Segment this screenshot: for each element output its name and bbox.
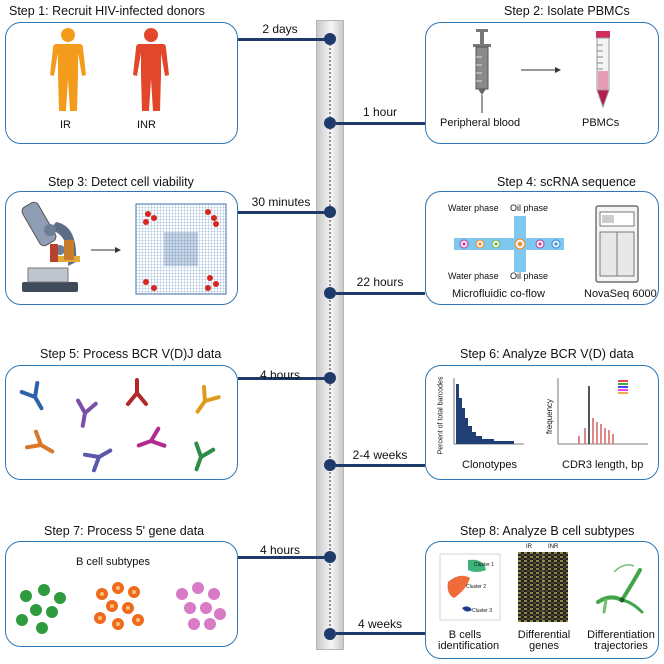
- step-5-connector: [238, 377, 326, 380]
- pbmc-tube-icon: [596, 31, 610, 109]
- microfluidic-chip-icon: [454, 216, 564, 272]
- cluster-2-label: Cluster 2: [466, 584, 487, 590]
- step-8-title: Step 8: Analyze B cell subtypes: [460, 524, 635, 538]
- b-cells-identification-label: B cells identification: [438, 630, 499, 652]
- step-7-title: Step 7: Process 5' gene data: [44, 524, 205, 538]
- antibody-icon-purple: [76, 398, 98, 428]
- step-1-connector: [238, 38, 326, 41]
- antibody-icon-blue: [19, 380, 44, 411]
- step-4-time: 22 hours: [356, 275, 404, 289]
- step-2-time: 1 hour: [362, 105, 398, 119]
- step-3-box: [5, 191, 238, 305]
- step-3-title: Step 3: Detect cell viability: [48, 175, 194, 189]
- oil-phase-top-label: Oil phase: [510, 203, 549, 213]
- differentiation-trajectories-text: Differentiation trajectories: [587, 629, 655, 652]
- ir-heatmap-label: IR: [526, 544, 532, 550]
- differential-genes-label: Differential genes: [516, 630, 572, 652]
- timeline-node-6: [324, 459, 336, 471]
- step-2-title: Step 2: Isolate PBMCs: [504, 4, 630, 18]
- inr-heatmap-label: INR: [548, 544, 559, 550]
- b-cell-subtypes-label: B cell subtypes: [76, 556, 150, 568]
- step-1-time: 2 days: [262, 22, 298, 36]
- step-2-box: Peripheral blood PBMCs: [425, 22, 659, 144]
- differential-genes-text: Differential genes: [517, 629, 571, 652]
- step-1-box: IR INR: [5, 22, 238, 144]
- pink-cell-cluster-icon: [176, 582, 226, 630]
- water-phase-bottom-label: Water phase: [448, 271, 499, 281]
- step-6-connector: [336, 464, 425, 467]
- peripheral-blood-label: Peripheral blood: [440, 117, 521, 129]
- antibody-icon-red: [126, 378, 148, 406]
- timeline-node-3: [324, 206, 336, 218]
- arrow-icon: [91, 247, 121, 253]
- cluster-3-label: Cluster 3: [472, 608, 493, 614]
- step-5-title: Step 5: Process BCR V(D)J data: [40, 347, 222, 361]
- step-7-connector: [238, 556, 326, 559]
- microfluidic-co-flow-label: Microfluidic co-flow: [452, 288, 545, 300]
- antibody-icon-green: [194, 441, 216, 472]
- timeline-node-4: [324, 287, 336, 299]
- step-6-box: Percent of total barcodes Clonotypes fre…: [425, 365, 659, 480]
- cdr3-length-label: CDR3 length, bp: [562, 459, 644, 471]
- step-3-time: 30 minutes: [251, 195, 311, 209]
- step-8-time: 4 weeks: [357, 617, 403, 631]
- trajectory-plot: [596, 564, 644, 614]
- step-4-title: Step 4: scRNA sequence: [497, 175, 636, 189]
- step-4-connector: [336, 292, 425, 295]
- umap-cluster-plot: [439, 553, 501, 621]
- differential-genes-heatmap: [518, 552, 568, 622]
- antibody-icon-orange: [195, 384, 221, 414]
- timeline-node-8: [324, 628, 336, 640]
- differentiation-trajectories-label: Differentiation trajectories: [584, 630, 658, 652]
- step-1-title: Step 1: Recruit HIV-infected donors: [9, 4, 205, 18]
- step-6-title: Step 6: Analyze BCR V(D) data: [460, 347, 634, 361]
- step-5-box: [5, 365, 238, 480]
- cdr3-length-histogram: [557, 378, 648, 445]
- step-7-time: 4 hours: [259, 543, 301, 557]
- arrow-icon: [521, 67, 561, 73]
- cluster-1-label: Cluster 1: [474, 562, 495, 568]
- timeline-node-1: [324, 33, 336, 45]
- orange-cell-cluster-icon: [94, 582, 144, 630]
- oil-phase-bottom-label: Oil phase: [510, 271, 549, 281]
- step-8-connector: [336, 632, 425, 635]
- ir-label: IR: [60, 119, 71, 131]
- water-phase-top-label: Water phase: [448, 203, 499, 213]
- clonotypes-histogram: [453, 378, 524, 445]
- frequency-label: frequency: [545, 398, 555, 435]
- inr-human-figure-icon: [133, 28, 169, 111]
- antibody-icon-magenta: [136, 426, 167, 448]
- percent-of-total-barcodes-label: Percent of total barcodes: [437, 376, 445, 455]
- b-cells-identification-text: B cells identification: [438, 629, 500, 652]
- step-5-time: 4 hours: [259, 368, 301, 382]
- antibody-icon-orange-brown: [24, 429, 55, 454]
- step-7-box: B cell subtypes: [5, 541, 238, 647]
- step-4-box: Water phase Oil phase Water phase Oil ph…: [425, 191, 659, 305]
- step-3-connector: [238, 211, 326, 214]
- pbmcs-label: PBMCs: [582, 117, 620, 129]
- antibody-icon-indigo: [82, 448, 113, 473]
- sequencer-icon: [595, 205, 639, 283]
- step-2-connector: [336, 122, 425, 125]
- timeline-node-2: [324, 117, 336, 129]
- microscope-icon: [21, 201, 80, 292]
- timeline-node-7: [324, 551, 336, 563]
- inr-label: INR: [137, 119, 156, 131]
- timeline-node-5: [324, 372, 336, 384]
- syringe-icon: [473, 29, 491, 113]
- ir-human-figure-icon: [50, 28, 86, 111]
- green-cell-cluster-icon: [16, 584, 66, 634]
- novaseq-6000-label: NovaSeq 6000: [584, 288, 657, 300]
- step-8-box: Cluster 1 Cluster 2 Cluster 3 IR INR B c…: [425, 541, 659, 659]
- step-6-time: 2-4 weeks: [352, 448, 408, 462]
- clonotypes-label: Clonotypes: [462, 459, 518, 471]
- hemocytometer-grid-icon: [135, 203, 227, 295]
